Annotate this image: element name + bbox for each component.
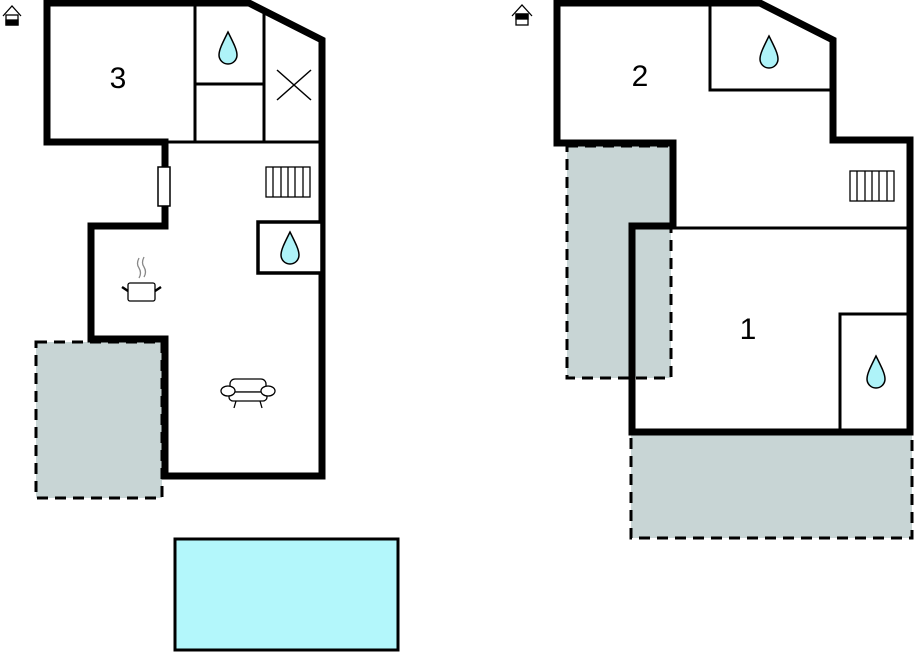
cooking-pot-icon bbox=[121, 256, 162, 302]
water-drop-icon bbox=[280, 230, 300, 265]
house-floor-icon bbox=[511, 4, 533, 26]
stairs-icon bbox=[265, 166, 311, 198]
water-drop-icon bbox=[218, 30, 238, 65]
pool bbox=[173, 537, 400, 652]
outer-wall bbox=[553, 0, 914, 436]
room-label: 2 bbox=[632, 60, 649, 93]
terrace bbox=[34, 340, 164, 500]
terrace bbox=[565, 144, 673, 380]
water-drop-icon bbox=[759, 34, 779, 69]
room-label: 3 bbox=[110, 62, 127, 95]
inner-wall bbox=[838, 312, 910, 432]
window-icon bbox=[157, 166, 171, 207]
right-floor-plan: 2 1 bbox=[511, 0, 914, 540]
room-label: 1 bbox=[740, 313, 757, 346]
cross-icon bbox=[276, 69, 312, 101]
inner-wall bbox=[708, 3, 833, 92]
outer-wall bbox=[43, 0, 326, 480]
water-drop-icon bbox=[866, 354, 886, 389]
stairs-icon bbox=[849, 170, 895, 202]
left-floor-plan: 3 bbox=[2, 0, 400, 652]
sofa-icon bbox=[220, 378, 276, 409]
house-floor-icon bbox=[2, 5, 22, 26]
terrace bbox=[629, 431, 914, 540]
